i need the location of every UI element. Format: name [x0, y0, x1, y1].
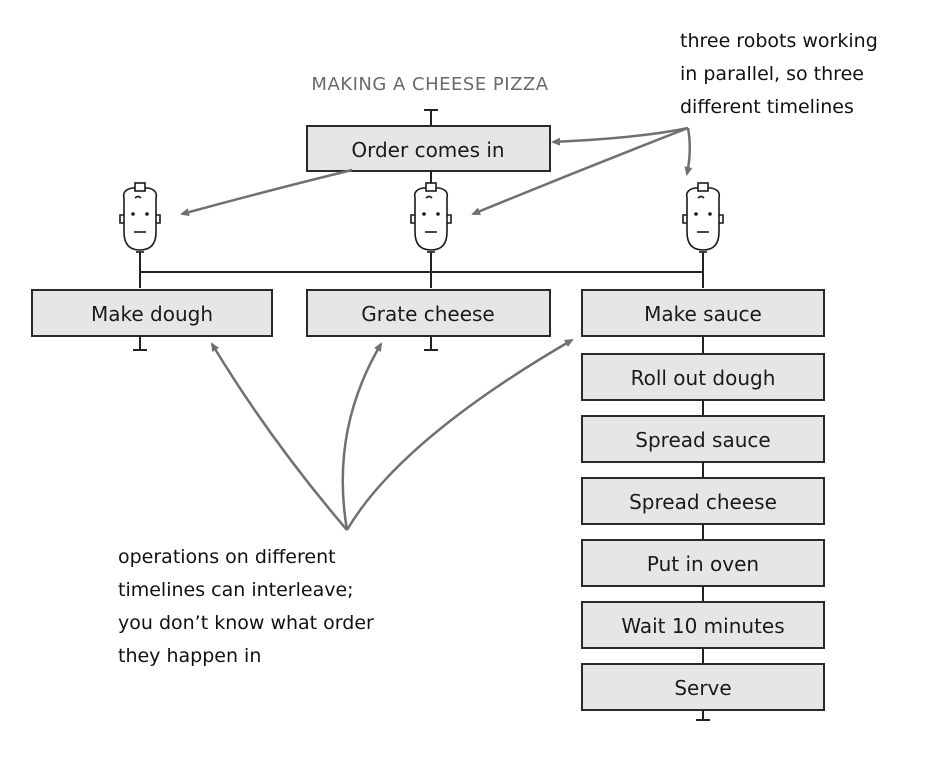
diagram-title: MAKING A CHEESE PIZZA [311, 74, 548, 95]
annotation-arrow [210, 342, 348, 531]
step-wait-10-minutes: Wait 10 minutes [581, 601, 825, 649]
robot-head-icon [119, 182, 161, 253]
annotation-line: operations on different [118, 546, 336, 568]
step-label: Make dough [91, 302, 213, 326]
step-label: Spread sauce [635, 428, 770, 452]
order-box-label: Order comes in [351, 138, 504, 162]
annotation-line: three robots working [680, 30, 878, 52]
step-make-dough: Make dough [31, 289, 273, 337]
annotation-bottom-left: operations on different timelines can in… [118, 546, 374, 667]
step-label: Wait 10 minutes [621, 614, 784, 638]
step-put-in-oven: Put in oven [581, 539, 825, 587]
annotation-arrow [180, 168, 353, 217]
robot-head-icon [682, 182, 724, 253]
step-label: Grate cheese [361, 302, 495, 326]
step-label: Make sauce [644, 302, 762, 326]
step-serve: Serve [581, 663, 825, 711]
step-spread-cheese: Spread cheese [581, 477, 825, 525]
step-roll-out-dough: Roll out dough [581, 353, 825, 401]
step-grate-cheese: Grate cheese [306, 289, 551, 337]
annotation-top-right: three robots working in parallel, so thr… [680, 30, 878, 118]
annotation-line: timelines can interleave; [118, 579, 354, 601]
annotation-line: you don’t know what order [118, 612, 374, 634]
step-label: Serve [674, 676, 731, 700]
order-box: Order comes in [306, 125, 551, 172]
annotation-line: in parallel, so three [680, 63, 864, 85]
step-make-sauce: Make sauce [581, 289, 825, 337]
step-label: Roll out dough [631, 366, 776, 390]
step-spread-sauce: Spread sauce [581, 415, 825, 463]
annotation-arrow [684, 127, 693, 176]
annotation-arrow [341, 342, 383, 531]
robot-head-icon [410, 182, 452, 253]
step-label: Spread cheese [629, 490, 777, 514]
annotation-arrow [551, 126, 689, 146]
step-label: Put in oven [647, 552, 759, 576]
annotation-arrow [471, 126, 689, 216]
annotation-arrow [345, 338, 574, 531]
annotation-line: they happen in [118, 645, 261, 667]
annotation-line: different timelines [680, 96, 854, 118]
